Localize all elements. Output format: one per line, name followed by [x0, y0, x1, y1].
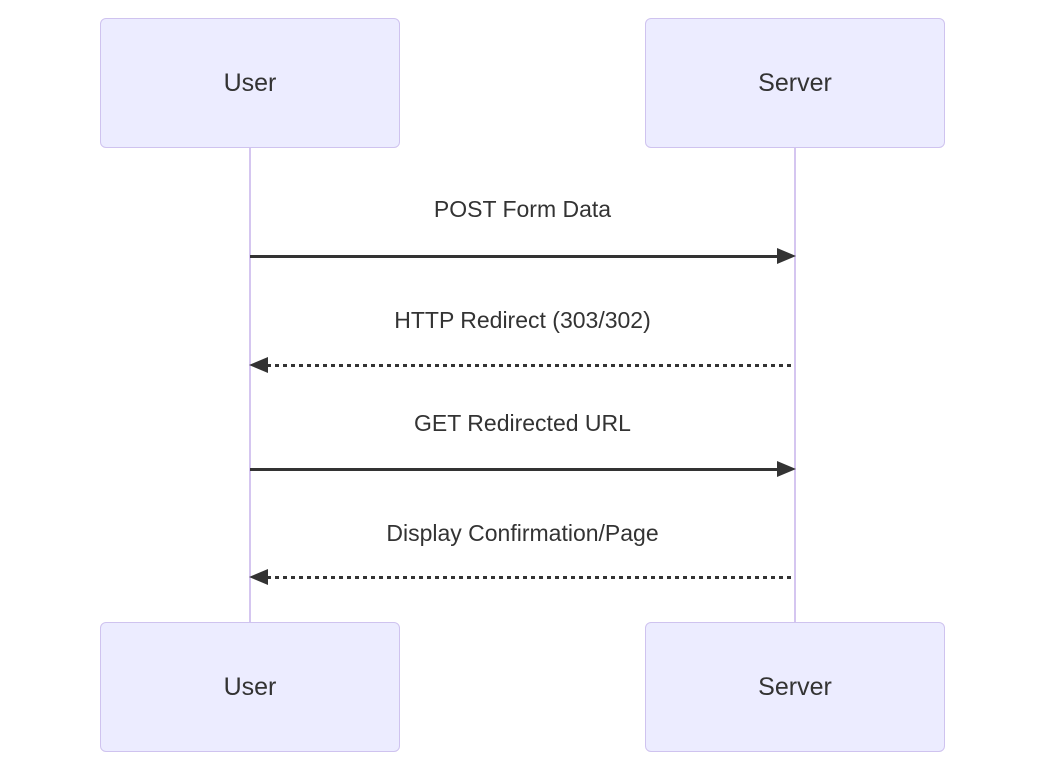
message-arrow-solid-right: [250, 461, 796, 477]
message-label: POST Form Data: [433, 196, 612, 222]
lifeline-user: [249, 148, 251, 624]
actor-box-server-bottom: Server: [645, 622, 945, 752]
actor-label-user-bottom: User: [223, 672, 277, 701]
message-label: Display Confirmation/Page: [386, 520, 659, 546]
lifeline-server: [794, 148, 796, 624]
actor-label-server-bottom: Server: [758, 672, 832, 701]
message-arrow-solid-right: [250, 248, 796, 264]
arrowhead-right-icon: [777, 248, 796, 264]
arrowhead-left-icon: [249, 357, 268, 373]
actor-box-user-top: User: [100, 18, 400, 148]
arrowhead-right-icon: [777, 461, 796, 477]
message-label: GET Redirected URL: [414, 410, 631, 436]
actor-box-user-bottom: User: [100, 622, 400, 752]
message-label: HTTP Redirect (303/302): [394, 307, 651, 333]
message-arrow-dashed-left: [249, 357, 795, 373]
arrowhead-left-icon: [249, 569, 268, 585]
actor-label-user-top: User: [223, 68, 277, 97]
message-arrow-dashed-left: [249, 569, 795, 585]
actor-box-server-top: Server: [645, 18, 945, 148]
actor-label-server-top: Server: [758, 68, 832, 97]
